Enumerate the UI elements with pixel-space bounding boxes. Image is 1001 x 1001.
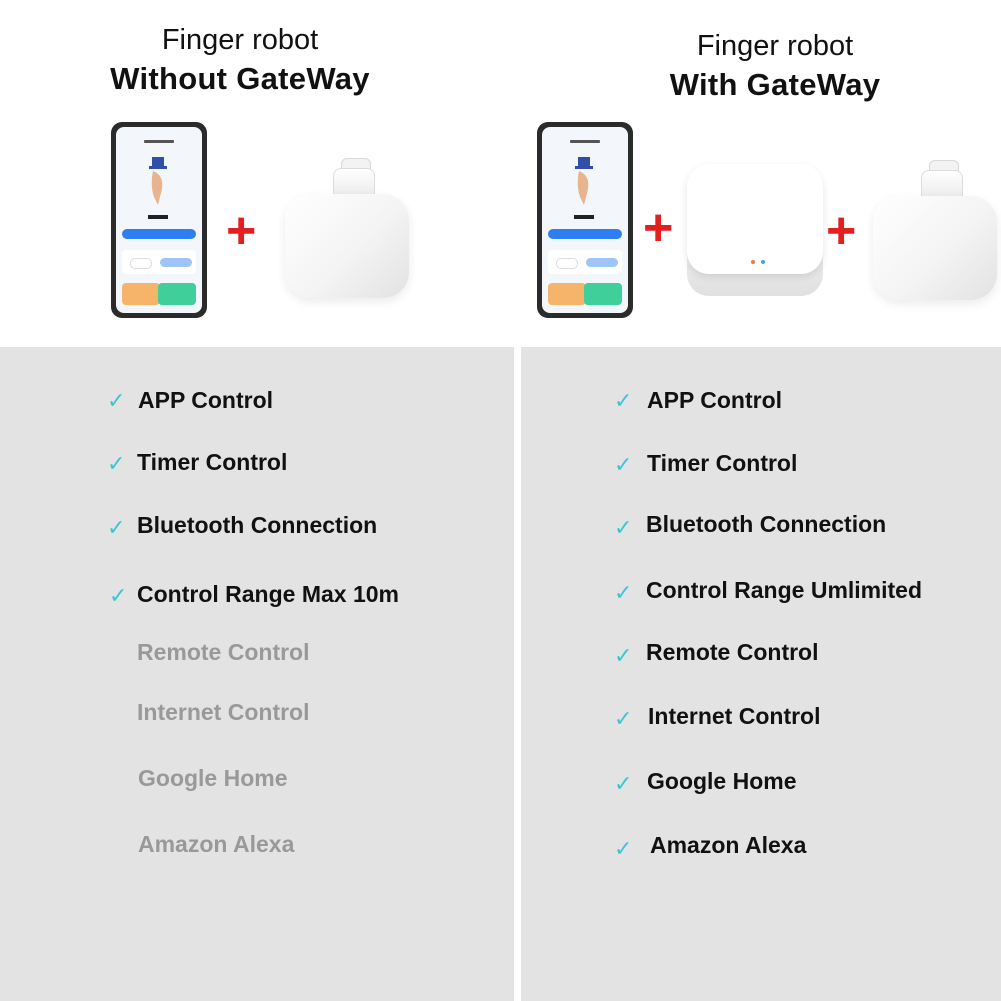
left-feature-timer-control: Timer Control — [137, 449, 288, 475]
left-feature-google-disabled: Google Home — [138, 765, 288, 791]
right-feature-remote: Remote Control — [646, 639, 819, 665]
left-title-line1: Finger robot — [161, 24, 319, 56]
right-feature-range: Control Range Umlimited — [646, 577, 923, 603]
right-feature-google: Google Home — [647, 768, 797, 794]
plus-icon-left: + — [226, 202, 257, 260]
left-title-line2: Without GateWay — [110, 61, 370, 96]
gateway-image — [681, 164, 829, 296]
check-icon: ✓ — [614, 836, 633, 861]
right-feature-panel — [521, 347, 1001, 1001]
check-icon: ✓ — [614, 388, 633, 413]
left-feature-panel — [0, 347, 514, 1001]
left-feature-alexa-disabled: Amazon Alexa — [138, 831, 295, 857]
right-feature-bluetooth: Bluetooth Connection — [646, 511, 887, 537]
left-feature-internet-disabled: Internet Control — [137, 699, 310, 725]
finger-robot-image-right — [873, 160, 997, 300]
check-icon: ✓ — [107, 515, 126, 540]
check-icon: ✓ — [109, 583, 128, 608]
check-icon: ✓ — [614, 706, 633, 731]
right-feature-internet: Internet Control — [648, 703, 821, 729]
left-title: Finger robot Without GateWay — [60, 22, 420, 100]
finger-robot-image-left — [285, 158, 409, 298]
check-icon: ✓ — [614, 452, 633, 477]
phone-image-left — [111, 122, 207, 318]
check-icon: ✓ — [614, 643, 633, 668]
right-title: Finger robot With GateWay — [590, 28, 960, 106]
left-feature-app-control: APP Control — [138, 387, 274, 413]
check-icon: ✓ — [614, 580, 633, 605]
right-feature-app-control: APP Control — [647, 387, 783, 413]
check-icon: ✓ — [107, 451, 126, 476]
right-feature-timer-control: Timer Control — [647, 450, 798, 476]
left-feature-bluetooth: Bluetooth Connection — [137, 512, 378, 538]
plus-icon-right: + — [826, 202, 857, 260]
right-title-line2: With GateWay — [669, 67, 881, 102]
left-feature-range: Control Range Max 10m — [137, 581, 399, 607]
phone-image-right — [537, 122, 633, 318]
right-title-line1: Finger robot — [696, 30, 854, 62]
left-feature-remote-disabled: Remote Control — [137, 639, 310, 665]
check-icon: ✓ — [614, 515, 633, 540]
check-icon: ✓ — [614, 771, 633, 796]
check-icon: ✓ — [107, 388, 126, 413]
plus-icon-gateway: + — [643, 199, 674, 257]
right-feature-alexa: Amazon Alexa — [650, 832, 807, 858]
